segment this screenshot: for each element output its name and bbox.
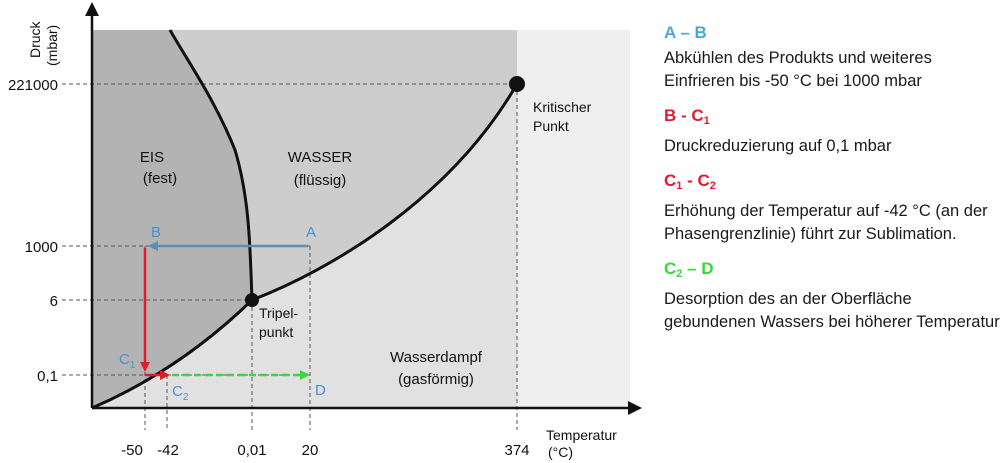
legend-step-b-c1-title: B - C1 <box>664 106 710 127</box>
triple-point-label-1: Tripel- <box>259 305 298 321</box>
solid-region <box>92 30 252 408</box>
y-axis-title: Druck <box>27 20 43 58</box>
legend-step-a-b-title: A – B <box>664 23 707 42</box>
x-tick-374: 374 <box>504 442 529 459</box>
legend-step-c2-d-title: C2 – D <box>664 259 714 280</box>
region-liquid-sublabel: (flüssig) <box>294 172 347 189</box>
legend-step-c2-d-text: Desorption des an der Oberfläche gebunde… <box>664 290 1000 331</box>
vaporization-curve <box>251 83 519 302</box>
y-tick-1000: 1000 <box>25 239 58 256</box>
x-tick-20: 20 <box>302 442 319 459</box>
point-b-label: B <box>151 224 161 241</box>
point-a-label: A <box>306 224 316 241</box>
y-axis-arrowhead <box>85 2 99 16</box>
melting-curve <box>168 29 254 301</box>
legend-step-c2-d: C2 – D Desorption des an der Oberfläche … <box>664 258 1000 334</box>
y-tick-221000: 221000 <box>8 77 58 94</box>
sublimation-curve <box>91 298 254 410</box>
point-c2-label: C2 <box>172 383 189 403</box>
region-solid-sublabel: (fest) <box>143 170 177 187</box>
legend-step-b-c1: B - C1 Druckreduzierung auf 0,1 mbar <box>664 105 1000 158</box>
legend-step-c1-c2: C1 - C2 Erhöhung der Temperatur auf -42 … <box>664 170 1000 246</box>
triple-point-label-2: punkt <box>259 324 293 340</box>
region-solid-label: EIS <box>140 149 164 166</box>
legend-step-b-c1-text: Druckreduzierung auf 0,1 mbar <box>664 137 892 155</box>
x-tick-minus-42: -42 <box>157 442 179 459</box>
x-tick-minus-50: -50 <box>121 442 143 459</box>
region-vapor-label: Wasserdampf <box>390 349 483 366</box>
vapor-region <box>92 84 517 408</box>
region-vapor-sublabel: (gasförmig) <box>398 371 474 388</box>
critical-point-label-2: Punkt <box>533 118 569 134</box>
legend-step-c1-c2-title: C1 - C2 <box>664 171 716 192</box>
point-c1-label: C1 <box>119 351 136 371</box>
critical-point <box>509 76 525 92</box>
x-axis-arrowhead <box>628 401 642 415</box>
x-tick-0-01: 0,01 <box>237 442 266 459</box>
phase-diagram: Druck (mbar) Temperatur (°C) 221000 1000… <box>8 2 642 460</box>
legend-step-a-b: A – B Abkühlen des Produkts und weiteres… <box>664 22 1000 93</box>
process-legend: A – B Abkühlen des Produkts und weiteres… <box>664 22 1000 346</box>
critical-point-label-1: Kritischer <box>533 99 592 115</box>
liquid-region <box>170 30 517 300</box>
triple-point <box>245 293 259 307</box>
x-axis-unit: (°C) <box>548 444 573 460</box>
x-axis-title: Temperatur <box>546 427 617 443</box>
point-d-label: D <box>315 382 326 399</box>
legend-step-c1-c2-text: Erhöhung der Temperatur auf -42 °C (an d… <box>664 202 988 243</box>
region-liquid-label: WASSER <box>288 149 353 166</box>
y-tick-6: 6 <box>50 293 58 310</box>
y-axis-unit: (mbar) <box>44 25 60 66</box>
legend-step-a-b-text: Abkühlen des Produkts und weiteres Einfr… <box>664 49 932 90</box>
y-tick-0-1: 0,1 <box>37 368 58 385</box>
